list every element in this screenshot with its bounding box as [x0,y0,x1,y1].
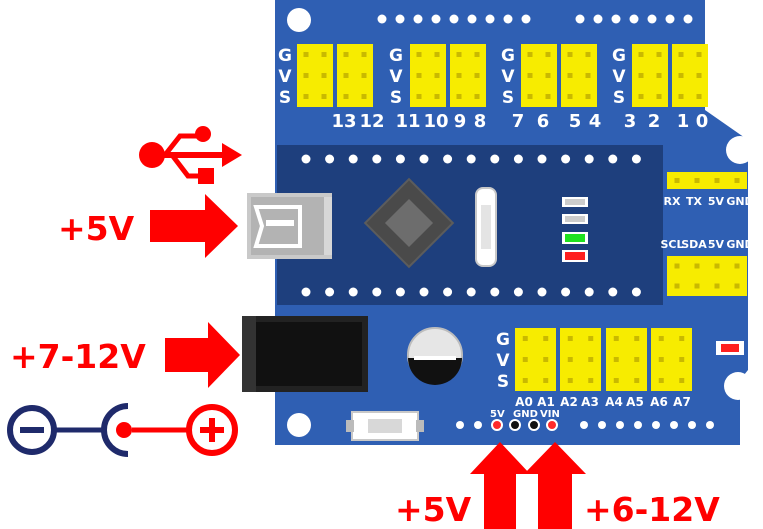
uart-header-block [667,172,747,189]
pin-label-vin: VIN [540,409,560,420]
digital-pin-label: 6 [537,111,550,132]
analog-pin-label: A0 [515,395,533,409]
digital-pin-label: 10 [423,111,448,132]
gvs-label-s: S [497,372,509,392]
reset-button [475,187,497,267]
analog-pin-label: A3 [581,395,599,409]
digital-pin-label: 3 [624,111,637,132]
gvs-label-g: G [278,46,292,66]
power-pin-row [456,419,714,431]
digital-header-block [410,44,446,107]
mounting-holes [287,8,754,437]
gvs-label-v: V [501,67,515,87]
digital-pin-label: 8 [474,111,487,132]
gvs-label-g: G [501,46,515,66]
usb-connector [247,193,332,259]
pin-label-5v: 5V [490,409,505,420]
usb-icon [139,126,242,184]
arrow-usb-power [150,194,238,258]
gvs-label-v: V [496,351,510,371]
label-vin-6-12v: +6-12V [584,490,720,529]
digital-pin-label: 4 [589,111,602,132]
gvs-label-s: S [279,88,291,108]
gvs-label-g: G [389,46,403,66]
digital-pin-label: 5 [569,111,582,132]
capacitor [407,327,463,385]
arrow-5v-pin [470,442,530,529]
arrow-vin-pin [524,442,586,529]
gvs-labels-analog: GVS [496,330,510,392]
analog-pin-label: A6 [650,395,668,409]
digital-header-block [521,44,557,107]
dc-power-jack [242,316,368,392]
analog-pin-label: A2 [560,395,578,409]
i2c-pin-label: GND [726,238,753,251]
digital-pin-label: 7 [512,111,525,132]
analog-pin-label: A5 [626,395,644,409]
i2c-header [667,256,747,296]
digital-header-block [450,44,486,107]
gvs-label-s: S [502,88,514,108]
gvs-label-s: S [613,88,625,108]
analog-pin-label: A4 [605,395,623,409]
pin-label-gnd: GND [513,409,538,420]
top-pin-holes [377,14,693,24]
digital-header-block [561,44,597,107]
status-leds [562,197,588,262]
digital-pin-label: 13 [331,111,356,132]
digital-header-block [337,44,373,107]
uart-header [667,172,747,189]
i2c-pin-label: SDA [681,238,707,251]
digital-pin-label: 0 [696,111,709,132]
gvs-label-s: S [390,88,402,108]
digital-headers [297,44,708,107]
digital-pin-label: 12 [359,111,384,132]
push-button-small [346,411,424,441]
i2c-pin-label: SCL [660,238,683,251]
gvs-label-g: G [612,46,626,66]
nano-pin-holes [301,154,641,297]
analog-header-block [560,328,601,391]
gvs-label-v: V [612,67,626,87]
digital-header-block [297,44,333,107]
uart-pin-label: GND [726,195,753,208]
uart-pin-label: 5V [708,195,725,208]
microcontroller-chip [363,177,455,269]
uart-pin-label: TX [686,195,703,208]
arduino-nano [277,145,663,305]
digital-pin-label: 1 [677,111,690,132]
digital-pin-label: 2 [648,111,661,132]
label-pin-5v: +5V [395,490,472,529]
analog-pin-label: A1 [537,395,555,409]
digital-header-block [632,44,668,107]
label-usb-5v: +5V [58,209,135,248]
analog-headers [515,328,692,391]
analog-header-block [606,328,647,391]
i2c-pin-label: 5V [708,238,725,251]
analog-header-block [515,328,556,391]
uart-pin-label: RX [664,195,681,208]
digital-header-block [672,44,708,107]
gvs-label-v: V [389,67,403,87]
power-led [716,341,744,355]
polarity-symbol [7,403,238,457]
i2c-header-block [667,256,747,296]
gvs-label-g: G [496,330,510,350]
analog-header-block [651,328,692,391]
label-jack-7-12v: +7-12V [10,337,146,376]
analog-pin-label: A7 [673,395,691,409]
gvs-label-v: V [278,67,292,87]
digital-pin-label: 11 [395,111,420,132]
digital-pin-label: 9 [454,111,467,132]
arrow-jack-power [165,322,240,388]
